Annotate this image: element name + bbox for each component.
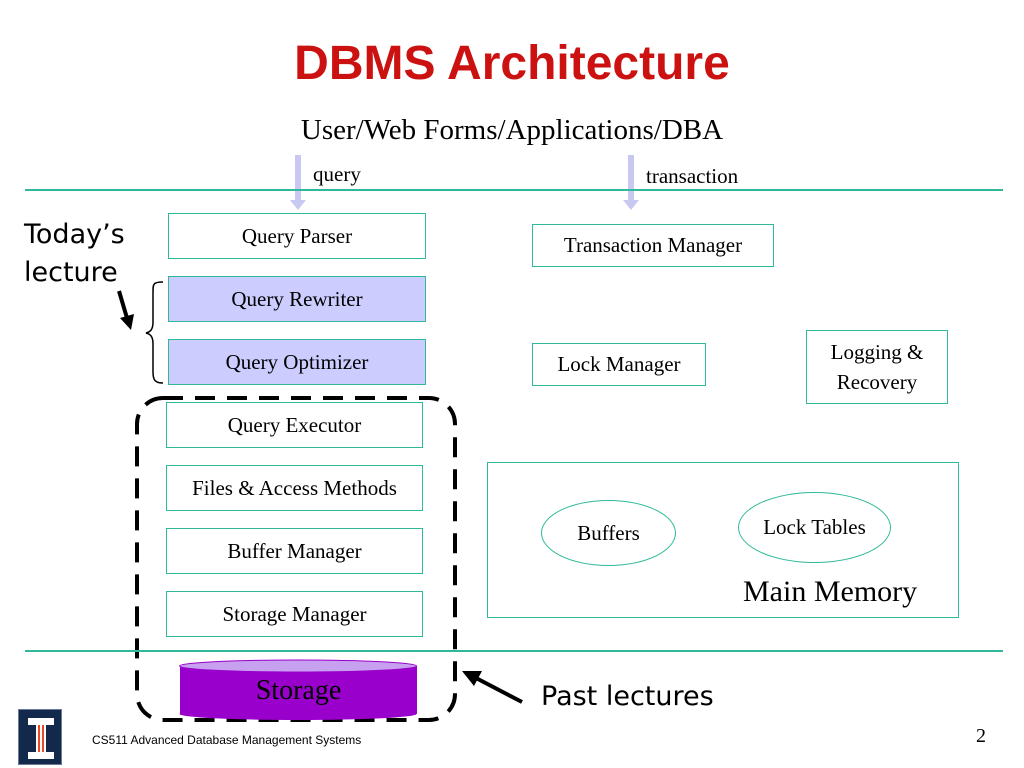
query-label: query <box>313 162 361 186</box>
transaction-arrow <box>623 155 639 210</box>
query-parser-box: Query Parser <box>168 213 426 259</box>
university-logo <box>18 709 62 765</box>
slide-subtitle: User/Web Forms/Applications/DBA <box>300 114 724 146</box>
logo-mark-icon <box>28 718 54 759</box>
storage-manager-box: Storage Manager <box>166 591 423 637</box>
slide-title: DBMS Architecture <box>294 37 730 90</box>
files-access-methods-box: Files & Access Methods <box>166 465 423 511</box>
storage-label: Storage <box>255 675 342 706</box>
storage-cylinder <box>179 659 417 720</box>
query-optimizer-box: Query Optimizer <box>168 339 426 385</box>
footer-course: CS511 Advanced Database Management Syste… <box>92 733 362 747</box>
todays-lecture-line2: lecture <box>24 257 118 288</box>
query-executor-box: Query Executor <box>166 402 423 448</box>
bottom-divider <box>25 650 1003 652</box>
past-lectures-region <box>135 396 457 722</box>
main-memory-label: Main Memory <box>743 575 918 608</box>
logging-recovery-box: Logging & Recovery <box>806 330 948 404</box>
logging-line1: Logging & <box>830 340 924 364</box>
curly-brace <box>145 281 164 384</box>
past-lectures-label: Past lectures <box>541 681 714 712</box>
buffers-ellipse: Buffers <box>541 500 676 566</box>
query-arrow <box>290 155 306 210</box>
logging-line2: Recovery <box>836 370 918 394</box>
todays-lecture-line1: Today’s <box>24 219 125 250</box>
transaction-manager-box: Transaction Manager <box>532 224 774 267</box>
top-divider <box>25 189 1003 191</box>
transaction-label: transaction <box>646 164 739 188</box>
todays-lecture-arrow <box>117 290 134 330</box>
past-lectures-arrow <box>462 671 523 704</box>
buffer-manager-box: Buffer Manager <box>166 528 423 574</box>
lock-manager-box: Lock Manager <box>532 343 706 386</box>
lock-tables-ellipse: Lock Tables <box>738 492 891 563</box>
todays-lecture-label: Today’s lecture <box>24 216 125 292</box>
query-rewriter-box: Query Rewriter <box>168 276 426 322</box>
page-number: 2 <box>976 725 986 747</box>
